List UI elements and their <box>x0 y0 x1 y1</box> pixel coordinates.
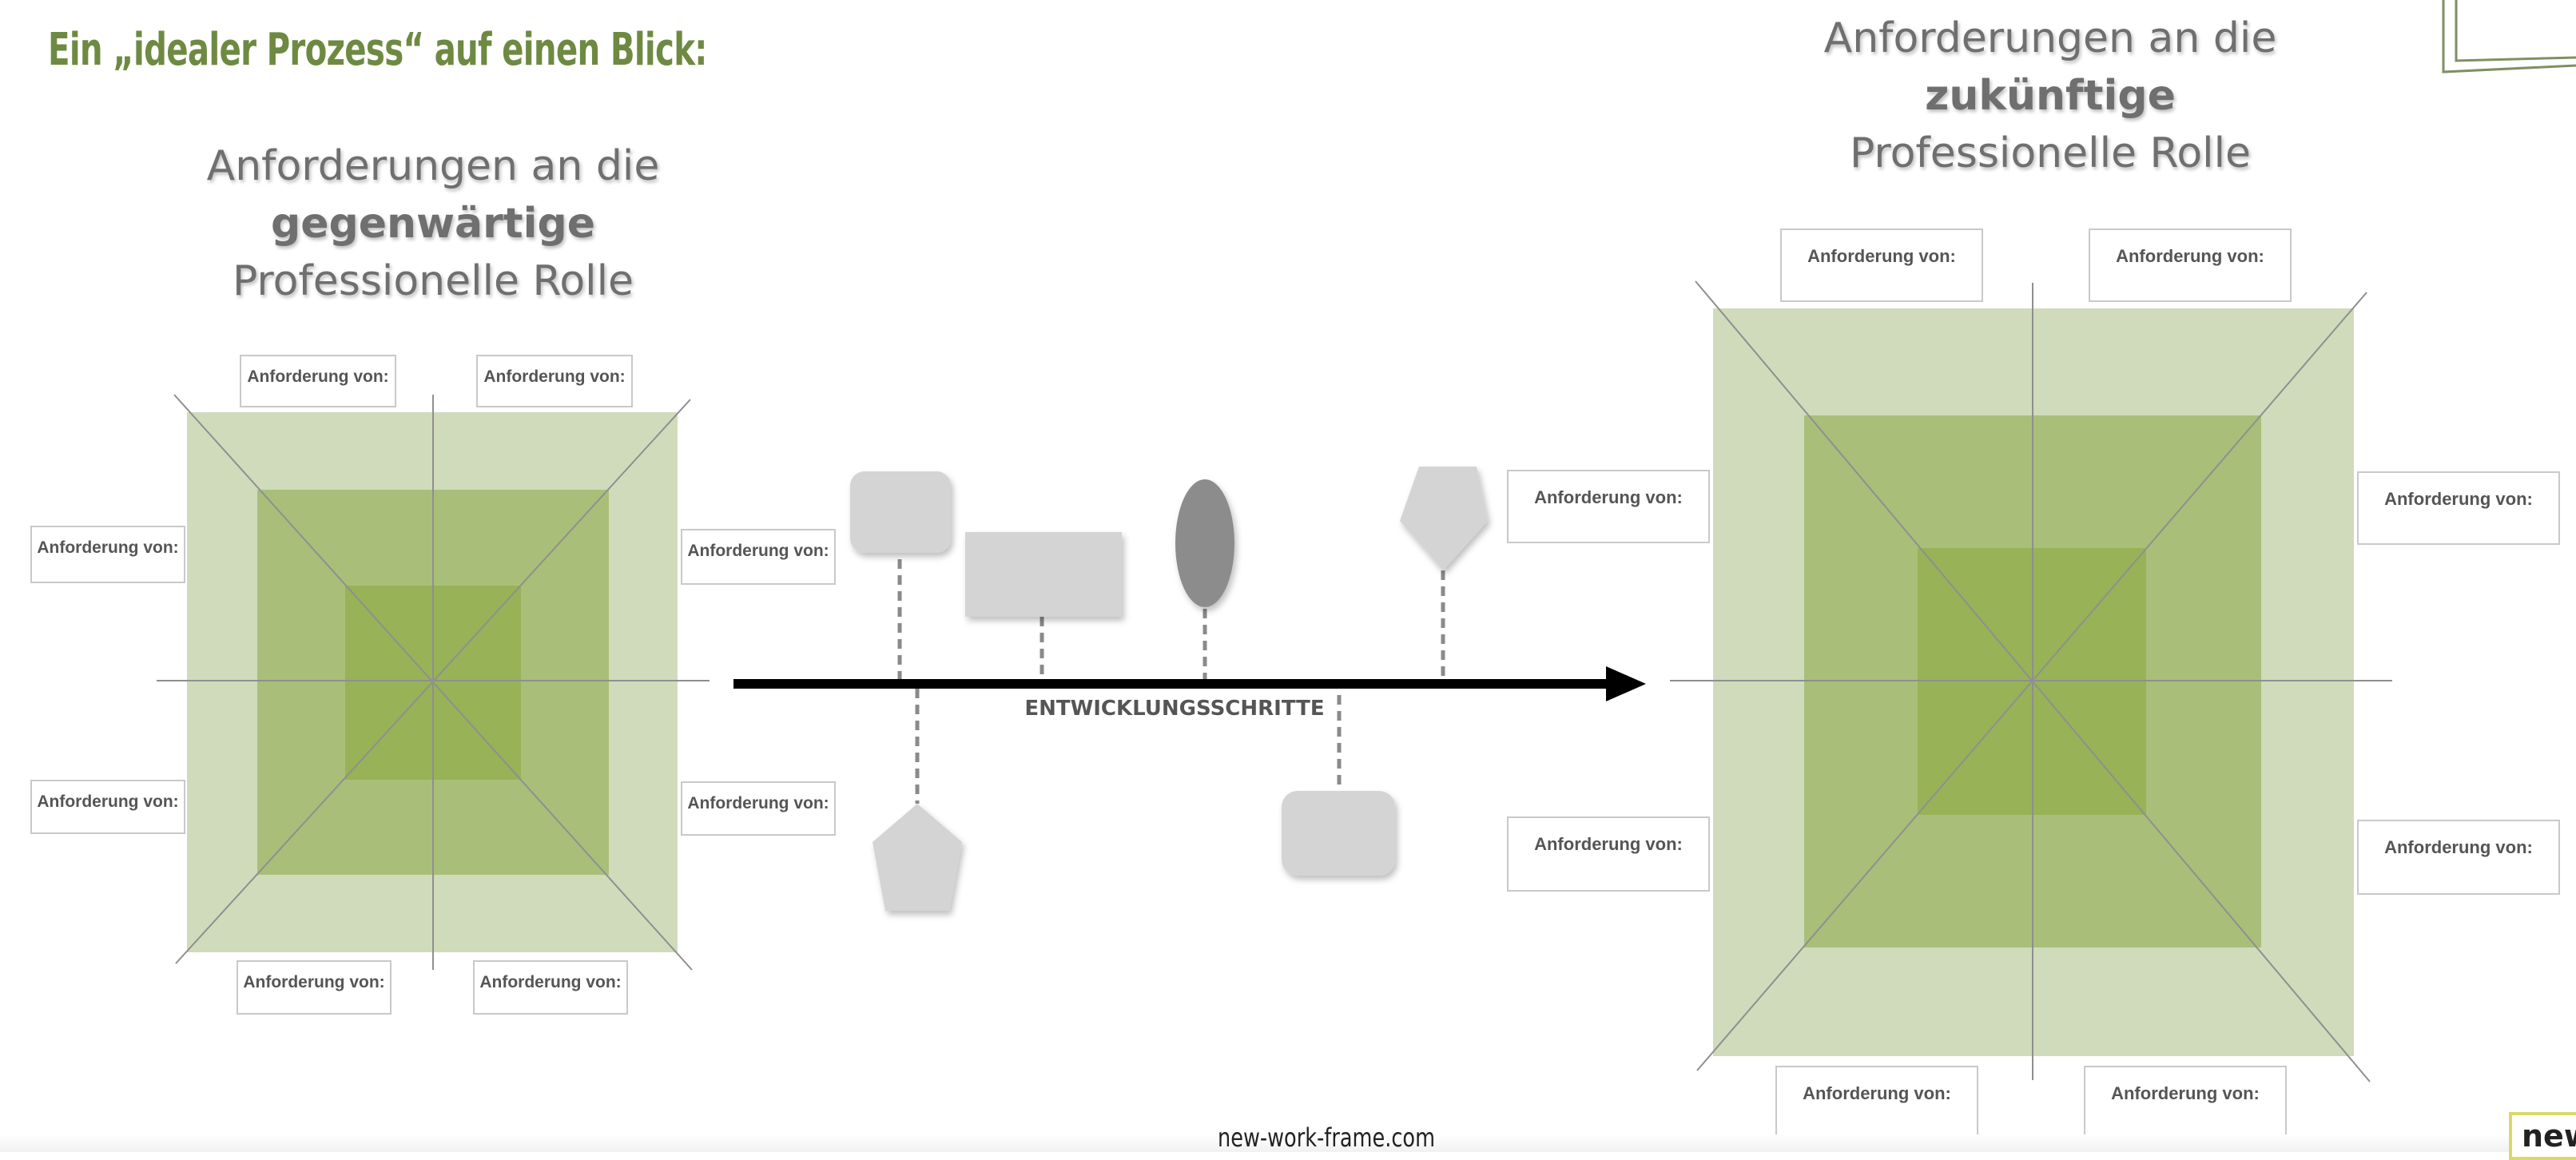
heading-line: Professionelle Rolle <box>1849 129 2252 177</box>
heading-emphasis: gegenwärtige <box>271 200 595 248</box>
heading-emphasis: zukünftige <box>1925 72 2176 120</box>
requirement-box-bottom-right[interactable]: Anforderung von: <box>473 960 628 1015</box>
page-title: Ein „idealer Prozess“ auf einen Blick: <box>48 24 707 76</box>
requirement-box-right-lower[interactable]: Anforderung von: <box>681 781 836 836</box>
step-rounded-rect <box>850 471 951 553</box>
step-pentagon <box>873 804 962 911</box>
future-role-diagram <box>1670 280 2392 1083</box>
requirement-box-top-left[interactable]: Anforderung von: <box>1780 228 1983 302</box>
timeline <box>733 467 1646 911</box>
footer-url[interactable]: new-work-frame.com <box>1217 1122 1436 1153</box>
requirement-box-right-upper[interactable]: Anforderung von: <box>2357 471 2560 545</box>
corner-frame-inner <box>2455 0 2576 62</box>
step-oval <box>1175 479 1234 607</box>
heading-line: Professionelle Rolle <box>232 257 634 305</box>
step-rounded-rect <box>1282 791 1395 876</box>
timeline-arrowhead <box>1606 666 1646 701</box>
requirement-box-bottom-right[interactable]: Anforderung von: <box>2084 1066 2287 1141</box>
requirement-box-left-lower[interactable]: Anforderung von: <box>30 780 185 834</box>
heading-line: Anforderungen an die <box>1823 14 2277 62</box>
requirement-box-left-lower[interactable]: Anforderung von: <box>1507 816 1710 892</box>
future-role-heading: Anforderungen an die zukünftige Professi… <box>1771 10 2330 182</box>
requirement-box-bottom-left[interactable]: Anforderung von: <box>1775 1066 1978 1141</box>
requirement-box-top-left[interactable]: Anforderung von: <box>240 355 396 407</box>
corner-frame-outer <box>2442 0 2576 73</box>
step-rect <box>965 532 1122 617</box>
footer-bar <box>0 1134 2576 1152</box>
requirement-box-right-upper[interactable]: Anforderung von: <box>681 529 836 585</box>
requirement-box-top-right[interactable]: Anforderung von: <box>2089 228 2292 302</box>
timeline-label: ENTWICKLUNGSSCHRITTE <box>1024 697 1325 721</box>
step-pentagon <box>1400 467 1488 570</box>
requirement-box-left-upper[interactable]: Anforderung von: <box>30 526 185 583</box>
heading-line: Anforderungen an die <box>206 142 660 190</box>
requirement-box-right-lower[interactable]: Anforderung von: <box>2357 820 2560 895</box>
current-role-heading: Anforderungen an die gegenwärtige Profes… <box>193 137 673 310</box>
current-role-diagram <box>157 394 710 971</box>
requirement-box-top-right[interactable]: Anforderung von: <box>476 355 633 407</box>
requirement-box-left-upper[interactable]: Anforderung von: <box>1507 470 1710 543</box>
brand-logo: new <box>2509 1112 2576 1160</box>
requirement-box-bottom-left[interactable]: Anforderung von: <box>237 960 392 1015</box>
